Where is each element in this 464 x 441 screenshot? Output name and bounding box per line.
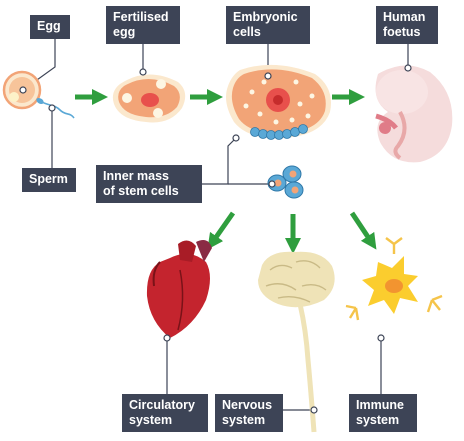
connector-lines: [22, 38, 409, 411]
human-foetus-label: Human foetus: [376, 6, 438, 44]
arrow-to-circulatory: [207, 211, 236, 250]
fertilised-egg-illustration: [112, 74, 186, 123]
fertilised-egg-label: Fertilised egg: [106, 6, 180, 44]
immune-system-label: Immune system: [349, 394, 417, 432]
stem-cells-illustration: [267, 165, 304, 199]
process-arrows: [75, 88, 377, 255]
nervous-system-label: Nervous system: [215, 394, 283, 432]
nucleus-icon: [141, 93, 159, 107]
heart-illustration: [146, 240, 212, 338]
foetus-illustration: [375, 65, 453, 163]
immune-cell-illustration: [345, 237, 443, 321]
sperm-label: Sperm: [22, 168, 76, 192]
arrow-to-immune: [349, 211, 377, 250]
inner-mass-label: Inner mass of stem cells: [96, 165, 202, 203]
circulatory-system-label: Circulatory system: [122, 394, 208, 432]
embryonic-cells-illustration: [226, 64, 331, 140]
embryonic-cells-label: Embryonic cells: [226, 6, 310, 44]
egg-label: Egg: [30, 15, 70, 39]
anchor-dots: [19, 64, 412, 414]
